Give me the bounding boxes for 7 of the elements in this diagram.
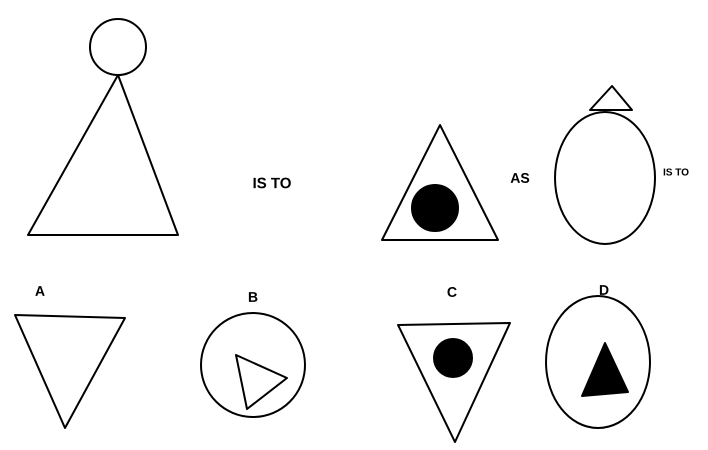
option-letter: A [35,286,45,296]
relation-text: IS TO [664,168,689,176]
relation-text: AS [510,173,530,183]
option-letter: B [248,292,258,302]
relation-text: IS TO [254,178,291,188]
option-letter: D [600,285,608,295]
option-letter: C [448,287,457,297]
